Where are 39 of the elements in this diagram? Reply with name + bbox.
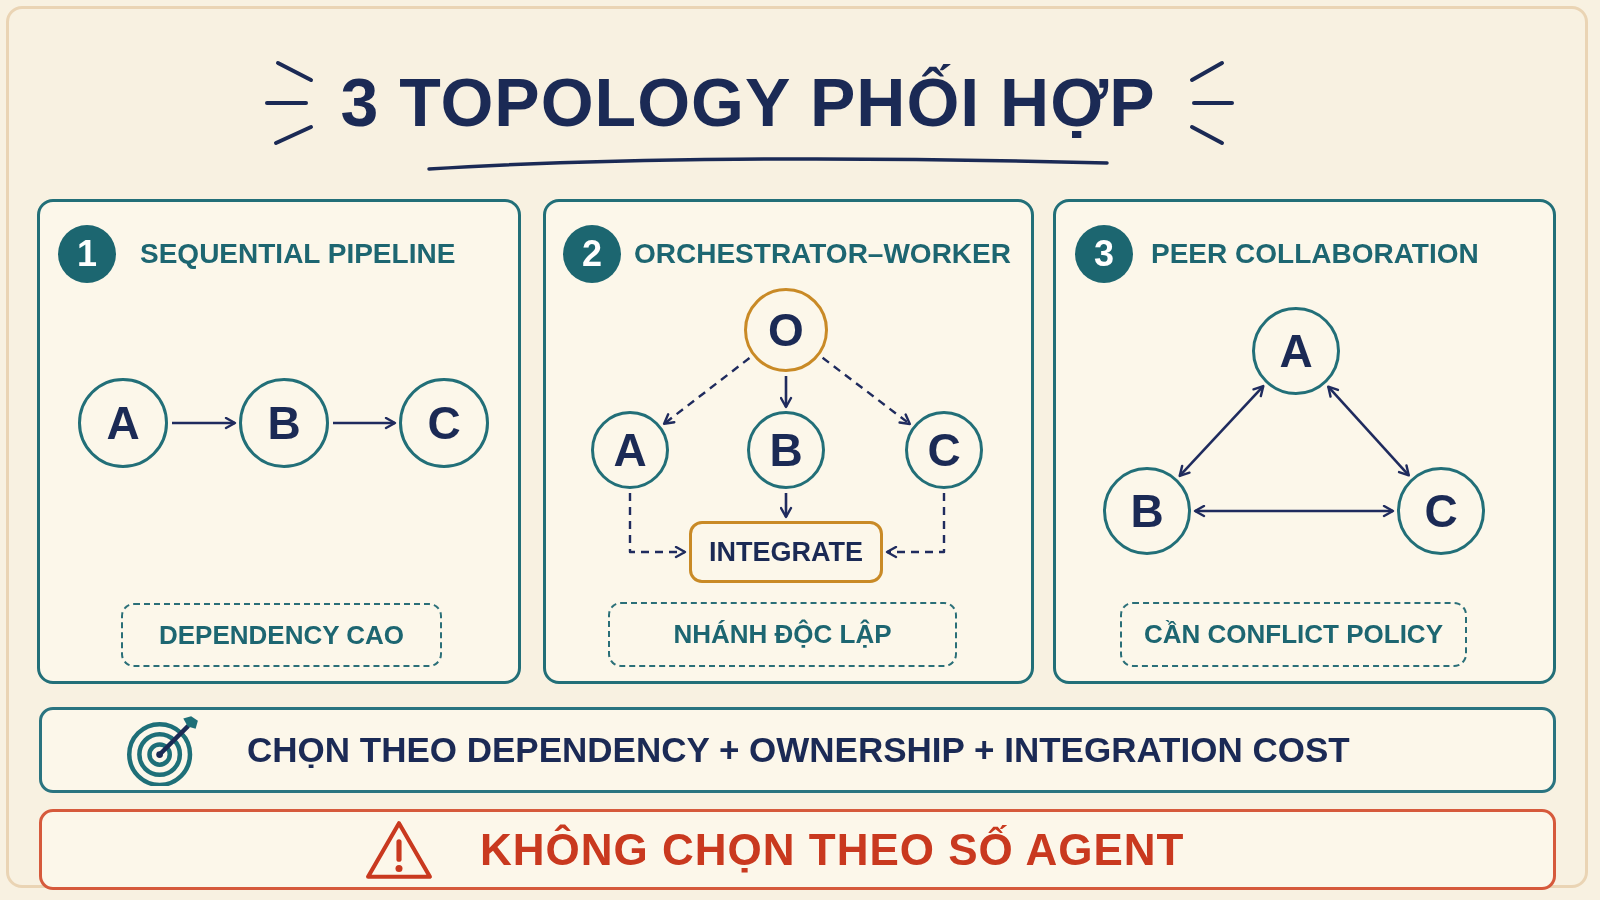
- agent-circle: A: [591, 411, 669, 489]
- agent-circle: C: [1397, 467, 1485, 555]
- title: 3 TOPOLOGY PHỐI HỢP: [340, 66, 1156, 138]
- dashed-note: NHÁNH ĐỘC LẬP: [608, 602, 957, 667]
- warning-text: KHÔNG CHỌN THEO SỐ AGENT: [480, 824, 1185, 875]
- agent-circle: A: [78, 378, 168, 468]
- arrow: [662, 357, 751, 425]
- summary-text: CHỌN THEO DEPENDENCY + OWNERSHIP + INTEGRATION COST: [247, 730, 1350, 770]
- panel-heading: ORCHESTRATOR–WORKER: [634, 237, 1011, 271]
- dashed-note: CẦN CONFLICT POLICY: [1120, 602, 1467, 667]
- step-number-badge: 3: [1075, 225, 1133, 283]
- orchestrator-circle: O: [744, 288, 828, 372]
- agent-circle: A: [1252, 307, 1340, 395]
- arrow: [333, 416, 397, 430]
- arrow: [779, 493, 793, 519]
- integrate-box: INTEGRATE: [689, 521, 883, 583]
- panel-heading: PEER COLLABORATION: [1151, 237, 1479, 271]
- arrow: [628, 493, 687, 559]
- arrow: [779, 376, 793, 409]
- panel-heading: SEQUENTIAL PIPELINE: [140, 237, 456, 271]
- arrow: [1178, 384, 1265, 478]
- arrow: [885, 493, 946, 559]
- topology-panel: [1053, 199, 1556, 684]
- step-number-badge: 2: [563, 225, 621, 283]
- agent-circle: B: [239, 378, 329, 468]
- agent-circle: B: [1103, 467, 1191, 555]
- agent-circle: B: [747, 411, 825, 489]
- arrow: [1193, 504, 1395, 518]
- topology-panel: [543, 199, 1034, 684]
- agent-circle: C: [399, 378, 489, 468]
- agent-circle: C: [905, 411, 983, 489]
- arrow: [172, 416, 237, 430]
- step-number-badge: 1: [58, 225, 116, 283]
- warning-banner: [39, 809, 1556, 890]
- topology-panel: [37, 199, 521, 684]
- arrow: [821, 356, 911, 426]
- summary-banner: [39, 707, 1556, 793]
- dashed-note: DEPENDENCY CAO: [121, 603, 442, 667]
- arrow: [1327, 385, 1410, 477]
